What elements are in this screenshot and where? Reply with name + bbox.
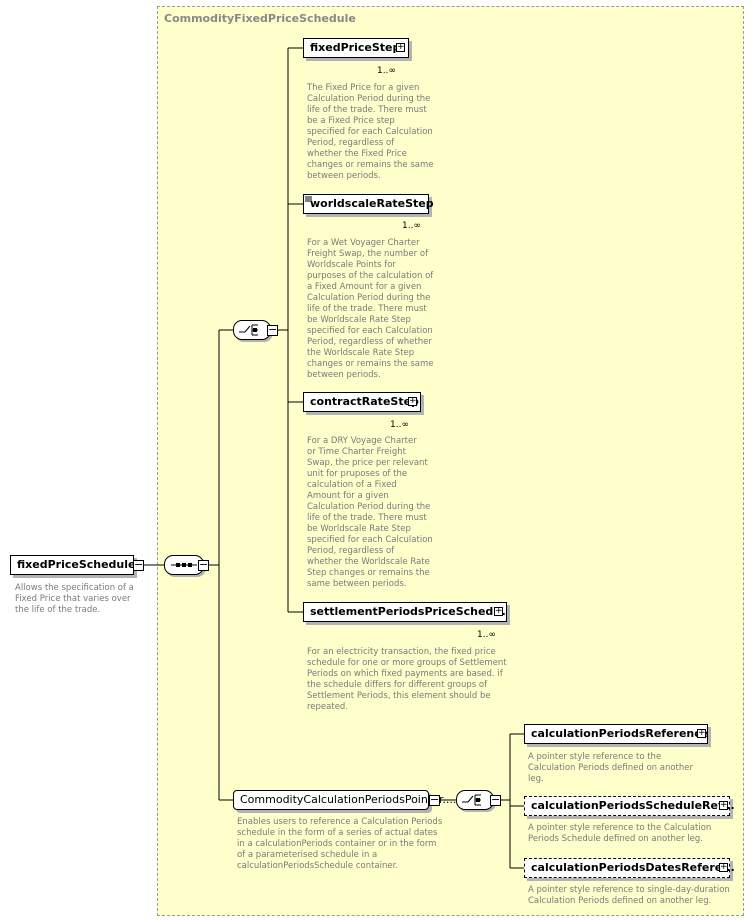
sequence-compositor [164, 555, 204, 575]
element-label: calculationPeriodsReference [531, 727, 709, 740]
element-label: contractRateStep [310, 395, 419, 408]
group-calculation-periods-pointer[interactable]: CommodityCalculationPeriodsPointer.... [233, 790, 456, 810]
cardinality: 1..∞ [390, 420, 409, 430]
element-contract-rate-step[interactable]: contractRateStep + [303, 392, 421, 412]
choice-icon [239, 324, 258, 336]
cardinality: 1..∞ [377, 66, 396, 76]
plus-icon[interactable]: + [396, 42, 405, 52]
group-title: CommodityFixedPriceSchedule [164, 12, 356, 25]
cardinality: 1..∞ [477, 630, 496, 640]
element-calculation-periods-reference[interactable]: calculationPeriodsReference + [524, 724, 708, 744]
element-doc: For a Wet Voyager Charter Freight Swap, … [307, 238, 434, 380]
element-worldscale-rate-step[interactable]: worldscaleRateStep [303, 194, 434, 214]
element-doc: A pointer style reference to single-day-… [528, 885, 730, 906]
plus-icon[interactable]: + [719, 800, 728, 810]
choice-compositor [233, 320, 271, 340]
element-calculation-periods-schedule-reference[interactable]: calculationPeriodsScheduleRef... + [524, 796, 735, 816]
root-doc: Allows the specification of a Fixed Pric… [15, 583, 134, 615]
element-label: worldscaleRateStep [310, 197, 434, 210]
minus-icon[interactable]: − [267, 323, 278, 336]
root-element[interactable]: fixedPriceSchedule [10, 555, 136, 575]
element-label: fixedPriceStep [310, 41, 401, 54]
element-label: calculationPeriodsDatesRefere... [531, 861, 735, 874]
group-label: CommodityCalculationPeriodsPointer.... [240, 793, 457, 806]
element-doc: For a DRY Voyage Charter or Time Charter… [307, 436, 433, 589]
sequence-icon [171, 563, 197, 567]
root-element-label: fixedPriceSchedule [17, 558, 136, 571]
plus-icon[interactable]: + [494, 606, 503, 616]
choice-compositor [456, 790, 494, 810]
element-label: settlementPeriodsPriceSched... [310, 605, 506, 618]
plus-icon[interactable]: + [697, 728, 706, 738]
cardinality: 1..∞ [402, 221, 421, 231]
element-fixed-price-step[interactable]: fixedPriceStep + [303, 38, 409, 58]
simple-content-icon [305, 196, 312, 202]
element-doc: For an electricity transaction, the fixe… [307, 647, 507, 712]
element-label: calculationPeriodsScheduleRef... [531, 799, 735, 812]
minus-icon[interactable]: − [490, 793, 501, 806]
group-box: CommodityFixedPriceSchedule [157, 6, 744, 916]
element-doc: A pointer style reference to the Calcula… [528, 752, 693, 784]
element-calculation-periods-dates-reference[interactable]: calculationPeriodsDatesRefere... + [524, 858, 735, 878]
plus-icon[interactable]: + [719, 862, 728, 872]
minus-icon[interactable]: − [198, 558, 209, 571]
element-settlement-periods-price-schedule[interactable]: settlementPeriodsPriceSched... + [303, 602, 507, 622]
group-doc: Enables users to reference a Calculation… [237, 817, 443, 871]
choice-icon [462, 794, 481, 806]
minus-icon[interactable]: − [133, 558, 144, 571]
plus-icon[interactable]: + [408, 396, 417, 406]
element-doc: A pointer style reference to the Calcula… [528, 823, 712, 844]
element-doc: The Fixed Price for a given Calculation … [307, 83, 434, 181]
minus-icon[interactable]: − [429, 793, 440, 806]
